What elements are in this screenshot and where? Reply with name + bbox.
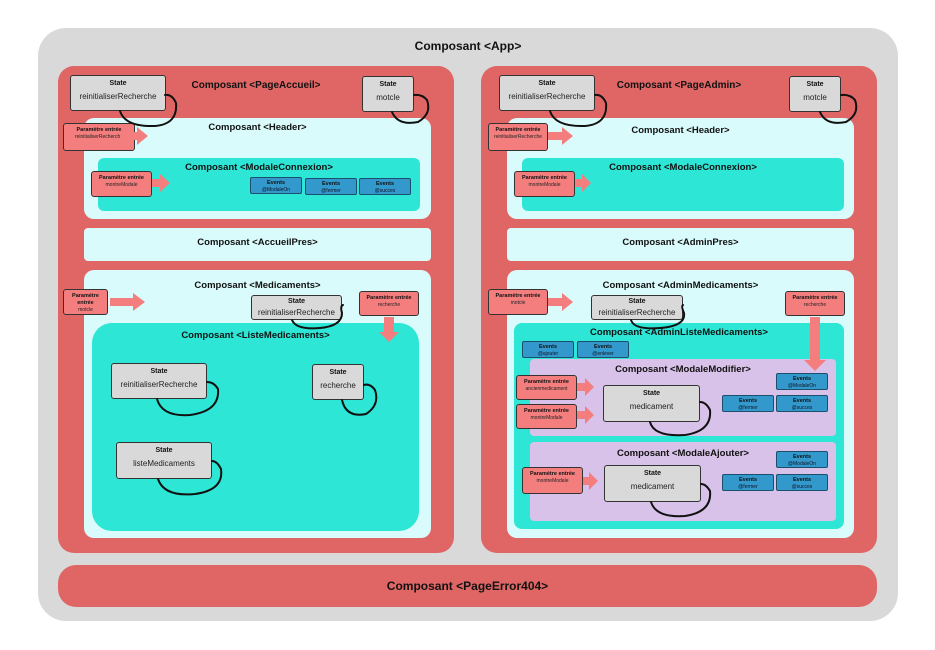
accueil-modale-title: Composant <ModaleConnexion> — [185, 162, 333, 173]
admin-liste-event-enlever: Events @enlever — [577, 341, 629, 358]
page-admin-title: Composant <PageAdmin> — [616, 80, 742, 91]
accueil-medicaments-title: Composant <Medicaments> — [194, 280, 321, 291]
accueil-event-succes: Events @succes — [359, 178, 411, 195]
admin-modifier-event-modaleon: Events @ModaleOn — [776, 373, 828, 390]
accueil-event-modaleon: Events @ModaleOn — [250, 177, 302, 194]
admin-header-param: Paramètre entrée reinitialiserRecherche — [488, 123, 548, 151]
app-title: Composant <App> — [414, 39, 522, 53]
admin-medicaments-state: State reinitialiserRecherche — [591, 295, 683, 320]
accueil-liste-state-recherche: State recherche — [312, 364, 364, 400]
admin-liste-event-ajouter: Events @ajouter — [522, 341, 574, 358]
admin-pres-title: Composant <AdminPres> — [622, 237, 739, 248]
accueil-liste-state-listemedicaments: State listeMedicaments — [116, 442, 212, 479]
admin-medicaments-param-motcle: Paramètre entrée motcle — [488, 289, 548, 315]
admin-modale-param: Paramètre entrée montreModale — [514, 171, 575, 197]
accueil-medicaments-param-recherche: Paramètre entrée recherche — [359, 291, 419, 316]
admin-state-reinitialiser: State reinitialiserRecherche — [499, 75, 595, 111]
accueil-event-fermer: Events @fermer — [305, 178, 357, 195]
accueil-liste-state-reinitialiser: State reinitialiserRecherche — [111, 363, 207, 399]
accueil-liste-title: Composant <ListeMedicaments> — [181, 330, 330, 341]
admin-medicaments-title: Composant <AdminMedicaments> — [602, 280, 759, 291]
admin-medicaments-param-recherche: Paramètre entrée recherche — [785, 291, 845, 316]
admin-state-motcle: State motcle — [789, 76, 841, 112]
admin-pres: Composant <AdminPres> — [507, 228, 854, 261]
admin-ajouter-title: Composant <ModaleAjouter> — [617, 448, 749, 459]
accueil-modale-param: Paramètre entrée montreModale — [91, 171, 152, 197]
page-error404: Composant <PageError404> — [58, 565, 877, 607]
accueil-state-motcle: State motcle — [362, 76, 414, 112]
admin-modale-title: Composant <ModaleConnexion> — [609, 162, 757, 173]
admin-liste-title: Composant <AdminListeMedicaments> — [590, 327, 768, 338]
page-error404-title: Composant <PageError404> — [386, 579, 549, 593]
accueil-medicaments-state: State reinitialiserRecherche — [251, 295, 342, 320]
accueil-pres-title: Composant <AccueilPres> — [197, 237, 318, 248]
admin-ajouter-event-fermer: Events @fermer — [722, 474, 774, 491]
admin-modifier-event-succes: Events @succes — [776, 395, 828, 412]
admin-modifier-state: State medicament — [603, 385, 700, 422]
page-accueil-title: Composant <PageAccueil> — [191, 80, 321, 91]
accueil-liste-medicaments: Composant <ListeMedicaments> — [92, 323, 419, 531]
admin-modifier-param-ancien: Paramètre entrée ancienmedicament — [516, 375, 577, 400]
admin-ajouter-state: State medicament — [604, 465, 701, 502]
accueil-header-title: Composant <Header> — [208, 122, 307, 133]
admin-ajouter-event-modaleon: Events @ModaleOn — [776, 451, 828, 468]
admin-header-title: Composant <Header> — [631, 125, 730, 136]
accueil-medicaments-param-motcle: Paramètre entrée motcle — [63, 289, 108, 315]
accueil-state-reinitialiser: State reinitialiserRecherche — [70, 75, 166, 111]
admin-modifier-event-fermer: Events @fermer — [722, 395, 774, 412]
admin-ajouter-param: Paramètre entrée montreModale — [522, 467, 583, 494]
accueil-header-param: Paramètre entrée reinitialiserRecherche — [63, 123, 135, 151]
admin-modifier-param-montre: Paramètre entrée montreModale — [516, 404, 577, 429]
accueil-pres: Composant <AccueilPres> — [84, 228, 431, 261]
admin-modifier-title: Composant <ModaleModifier> — [615, 364, 751, 375]
admin-ajouter-event-succes: Events @succes — [776, 474, 828, 491]
